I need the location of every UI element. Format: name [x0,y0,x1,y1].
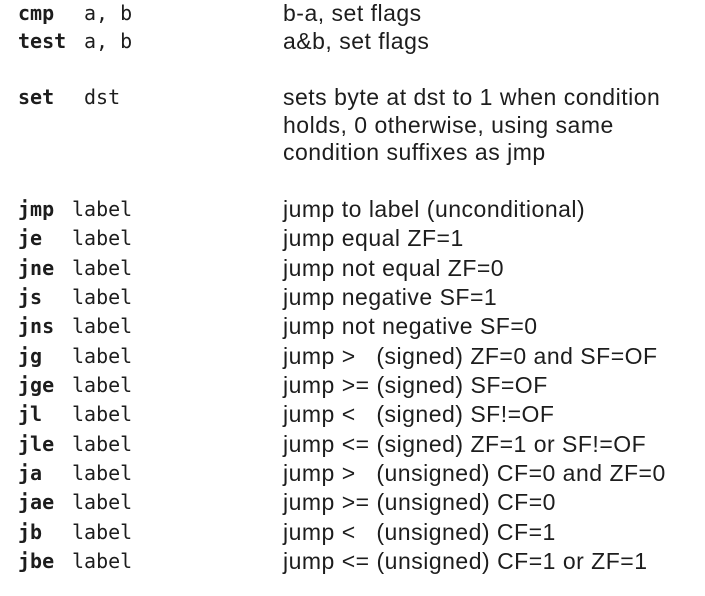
row-jle: jle label jump <= (signed) ZF=1 or SF!=O… [0,430,705,459]
instruction-mnemonic: jle [18,431,55,456]
instruction-operands: label [72,490,133,515]
instruction-description: jump > (signed) ZF=0 and SF=OF [283,342,658,369]
row-jne: jne label jump not equal ZF=0 [0,254,705,283]
instruction-operands: label [72,431,133,456]
instruction-operands: label [72,519,133,544]
instruction-mnemonic: jne [18,255,55,280]
instruction-operands: label [72,343,133,368]
instruction-mnemonic: set [18,85,55,109]
instruction-description: jump < (unsigned) CF=1 [283,518,556,545]
instruction-mnemonic: jl [18,402,43,427]
row-jns: jns label jump not negative SF=0 [0,312,705,341]
instruction-mnemonic: je [18,226,43,251]
instruction-mnemonic: jmp [18,197,55,221]
row-test: test a, b a&b, set flags [0,28,705,56]
instruction-description: jump equal ZF=1 [283,225,464,252]
instruction-operands: label [72,255,133,280]
instruction-description: jump to label (unconditional) [283,196,586,222]
row-jge: jge label jump >= (signed) SF=OF [0,371,705,400]
instruction-mnemonic: jb [18,519,43,544]
instruction-mnemonic: jae [18,490,55,515]
row-ja: ja label jump > (unsigned) CF=0 and ZF=0 [0,459,705,488]
instruction-operands: label [72,402,133,427]
instruction-mnemonic: js [18,285,43,310]
instruction-mnemonic: ja [18,461,43,486]
instruction-operands: label [72,197,133,221]
instruction-description: jump > (unsigned) CF=0 and ZF=0 [283,460,666,487]
instruction-operands: dst [84,85,121,109]
jump-section: jmp label jump to label (unconditional) … [0,195,705,576]
row-jmp: jmp label jump to label (unconditional) [0,195,705,224]
compare-test-section: cmp a, b b-a, set flags test a, b a&b, s… [0,0,705,55]
instruction-description: jump not negative SF=0 [283,313,538,340]
instruction-description: jump >= (unsigned) CF=0 [283,489,556,516]
row-jl: jl label jump < (signed) SF!=OF [0,400,705,429]
row-cmp: cmp a, b b-a, set flags [0,0,705,28]
instruction-operands: label [72,373,133,398]
instruction-description: a&b, set flags [283,27,430,54]
row-jae: jae label jump >= (unsigned) CF=0 [0,488,705,517]
row-jg: jg label jump > (signed) ZF=0 and SF=OF [0,342,705,371]
instruction-operands: a, b [84,28,133,53]
instruction-description: jump <= (signed) ZF=1 or SF!=OF [283,430,647,457]
row-js: js label jump negative SF=1 [0,283,705,312]
set-section: set dst sets byte at dst to 1 when condi… [0,84,705,167]
description-line: condition suffixes as jmp [283,139,546,165]
instruction-mnemonic: cmp [18,1,55,25]
instruction-operands: label [72,314,133,339]
description-line: holds, 0 otherwise, using same [283,111,614,138]
row-jbe: jbe label jump <= (unsigned) CF=1 or ZF=… [0,547,705,576]
row-set: set dst sets byte at dst to 1 when condi… [0,84,705,167]
instruction-operands: label [72,549,133,574]
row-jb: jb label jump < (unsigned) CF=1 [0,518,705,547]
instruction-description: b-a, set flags [283,0,422,26]
instruction-description: jump >= (signed) SF=OF [283,372,548,399]
instruction-mnemonic: jns [18,314,55,339]
instruction-description: jump < (signed) SF!=OF [283,401,555,428]
instruction-description: jump negative SF=1 [283,284,498,311]
instruction-mnemonic: jge [18,373,55,398]
instruction-operands: label [72,461,133,486]
instruction-description: jump not equal ZF=0 [283,254,505,281]
row-je: je label jump equal ZF=1 [0,224,705,253]
instruction-mnemonic: jbe [18,549,55,574]
instruction-operands: label [72,285,133,310]
description-line: sets byte at dst to 1 when condition [283,84,661,110]
instruction-operands: a, b [84,1,133,25]
instruction-mnemonic: jg [18,343,43,368]
instruction-description: jump <= (unsigned) CF=1 or ZF=1 [283,548,648,575]
instruction-description: sets byte at dst to 1 when condition hol… [283,84,660,167]
instruction-operands: label [72,226,133,251]
instruction-mnemonic: test [18,28,67,53]
